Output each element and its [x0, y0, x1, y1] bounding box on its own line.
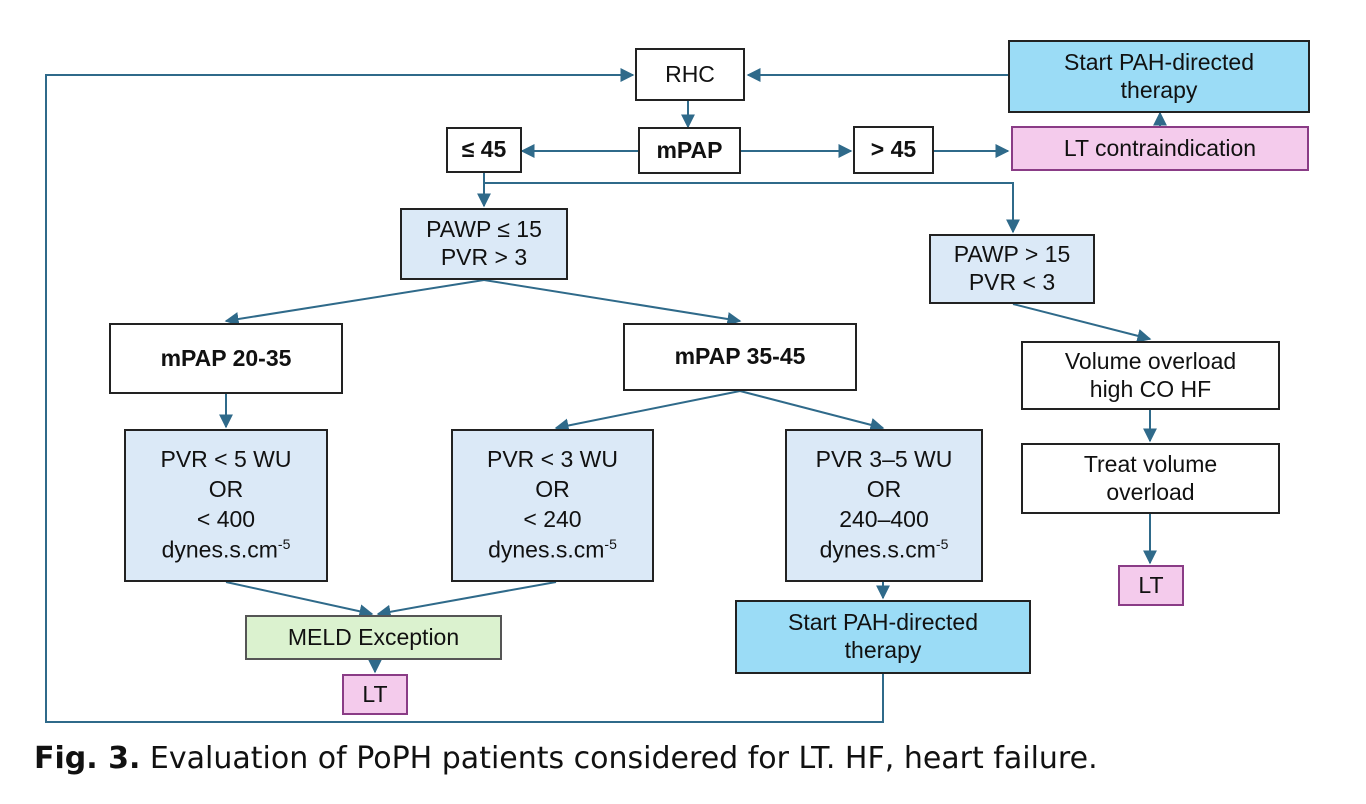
- mpap-35-45-node: mPAP 35-45: [623, 323, 857, 391]
- arrow-mpap-35-45-to-pvr35: [739, 390, 885, 432]
- rhc-node: RHC: [635, 48, 745, 101]
- pawp-le15-line2: PVR > 3: [440, 244, 528, 270]
- pvr3-line2: OR: [535, 476, 570, 503]
- rhc-label: RHC: [665, 60, 715, 87]
- pvr5-exponent: -5: [277, 536, 291, 553]
- pvr3-node: PVR < 3 WU OR < 240 dynes.s.cm-5: [451, 429, 654, 582]
- mpap-20-35-node: mPAP 20-35: [109, 323, 343, 394]
- le45-label: ≤ 45: [461, 136, 507, 163]
- gt45-label: > 45: [870, 136, 917, 163]
- arrow-pvr3-to-meld: [376, 581, 557, 619]
- le45-node: ≤ 45: [446, 127, 522, 173]
- pvr3-line4: dynes.s.cm: [488, 536, 605, 563]
- start-pah-therapy-bottom-node: Start PAH-directed therapy: [735, 600, 1031, 674]
- treat-volume-overload-label: Treat volume overload: [1083, 450, 1218, 505]
- figure-caption: Fig. 3. Evaluation of PoPH patients cons…: [34, 741, 1098, 776]
- arrow-le45-to-pawp-gt15: [484, 182, 1020, 234]
- pvr35-line4: dynes.s.cm: [819, 536, 936, 563]
- treat-volume-overload-node: Treat volume overload: [1021, 443, 1280, 514]
- pvr5-node: PVR < 5 WU OR < 400 dynes.s.cm-5: [124, 429, 328, 582]
- pvr3-exponent: -5: [604, 536, 617, 553]
- volume-overload-label: Volume overload high CO HF: [1064, 347, 1237, 402]
- pvr5-line1: PVR < 5 WU: [160, 446, 292, 473]
- pvr35-exponent: -5: [935, 536, 949, 553]
- pvr3-line1: PVR < 3 WU: [486, 446, 618, 473]
- figure-caption-label: Fig. 3.: [34, 741, 141, 776]
- pvr35-line2: OR: [866, 476, 902, 503]
- meld-exception-node: MELD Exception: [245, 615, 502, 660]
- lt-bottom-label: LT: [362, 680, 388, 707]
- pvr35-line3: 240–400: [839, 506, 929, 533]
- flowchart-connectors: [45, 68, 1167, 723]
- pvr5-line2: OR: [208, 476, 244, 503]
- start-pah-therapy-top-node: Start PAH-directed therapy: [1008, 40, 1310, 113]
- pawp-gt15-line1: PAWP > 15: [953, 241, 1071, 268]
- pawp-gt15-node: PAWP > 15 PVR < 3: [929, 234, 1095, 304]
- mpap-label: mPAP: [656, 136, 723, 163]
- pvr5-line3: < 400: [196, 506, 256, 533]
- lt-contraindication-label: LT contraindication: [1063, 134, 1257, 161]
- gt45-node: > 45: [853, 126, 934, 174]
- pvr35-line1: PVR 3–5 WU: [815, 446, 953, 473]
- start-pah-therapy-top-label: Start PAH-directed therapy: [1063, 48, 1255, 103]
- arrow-pawp-to-mpap-20-35: [224, 279, 485, 326]
- pawp-le15-line1: PAWP ≤ 15: [426, 216, 542, 243]
- lt-right-node: LT: [1118, 565, 1184, 606]
- volume-overload-node: Volume overload high CO HF: [1021, 341, 1280, 410]
- lt-bottom-node: LT: [342, 674, 408, 715]
- arrow-pawp-gt15-to-volume-overload: [1012, 303, 1152, 343]
- pvr5-line4: dynes.s.cm: [161, 536, 278, 563]
- start-pah-therapy-bottom-label: Start PAH-directed therapy: [787, 609, 979, 663]
- figure-caption-text: Evaluation of PoPH patients considered f…: [149, 741, 1098, 776]
- arrow-pvr5-to-meld: [225, 581, 374, 619]
- arrow-pawp-to-mpap-35-45: [483, 279, 742, 326]
- lt-right-label: LT: [1138, 571, 1164, 598]
- arrow-pah-therapy-loop-to-rhc: [45, 68, 884, 723]
- mpap-20-35-label: mPAP 20-35: [160, 344, 292, 371]
- pvr35-node: PVR 3–5 WU OR 240–400 dynes.s.cm-5: [785, 429, 983, 582]
- pawp-gt15-line2: PVR < 3: [968, 269, 1056, 295]
- lt-contraindication-node: LT contraindication: [1011, 126, 1309, 171]
- arrow-mpap-35-45-to-pvr3: [554, 390, 741, 433]
- mpap-node: mPAP: [638, 127, 741, 174]
- pvr3-line3: < 240: [523, 506, 582, 533]
- mpap-35-45-label: mPAP 35-45: [674, 343, 806, 370]
- pawp-le15-node: PAWP ≤ 15 PVR > 3: [400, 208, 568, 280]
- meld-exception-label: MELD Exception: [287, 623, 460, 650]
